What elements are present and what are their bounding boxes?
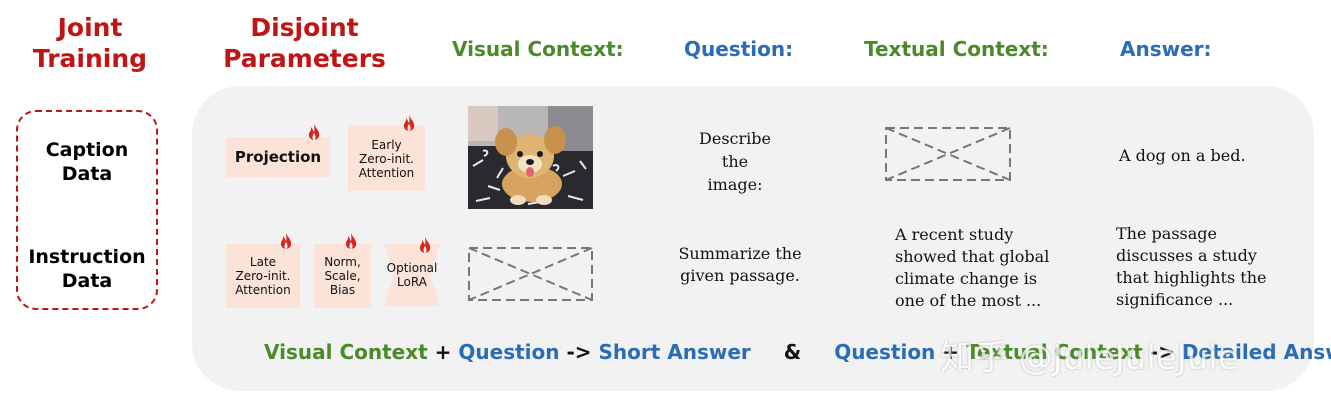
- optional-lora-line2: LoRA: [397, 275, 427, 289]
- joint-training-box: [16, 110, 158, 310]
- instruction-data-line2: Data: [61, 270, 113, 292]
- textual-context-placeholder: [885, 127, 1011, 181]
- lora-hourglass-shape: [384, 244, 440, 306]
- joint-training-header: Joint Training: [30, 12, 150, 74]
- formula-short-answer: Short Answer: [598, 340, 751, 364]
- caption-data-label: Caption Data: [20, 138, 154, 186]
- caption-question-line2: the: [721, 152, 749, 171]
- projection-module: Projection: [226, 137, 330, 177]
- joint-training-line1: Joint: [57, 13, 123, 42]
- early-attention-line3: Attention: [358, 165, 415, 180]
- caption-question-line1: Describe: [699, 129, 771, 148]
- disjoint-parameters-line2: Parameters: [223, 44, 386, 73]
- instruction-answer-line3: that highlights the: [1116, 268, 1267, 287]
- caption-question-line3: image:: [707, 175, 763, 194]
- textual-context-line3: climate change is: [895, 269, 1038, 288]
- optional-lora-module: Optional LoRA: [384, 244, 440, 306]
- textual-context-line4: one of the most ...: [895, 291, 1042, 310]
- caption-question: Describe the image:: [690, 127, 780, 196]
- late-attention-line1: Late: [249, 255, 277, 269]
- answer-header: Answer:: [1120, 37, 1212, 61]
- disjoint-parameters-line1: Disjoint: [250, 13, 359, 42]
- watermark: 知乎 @JuleJuleJule: [940, 338, 1239, 378]
- instruction-answer-line1: The passage: [1116, 224, 1217, 243]
- instruction-answer-line4: significance ...: [1116, 290, 1234, 309]
- caption-data-line1: Caption: [45, 139, 129, 161]
- visual-context-header: Visual Context:: [452, 37, 624, 61]
- norm-line: Norm,: [324, 255, 361, 269]
- textual-context-line1: A recent study: [895, 225, 1014, 244]
- formula-plus-1: +: [434, 340, 452, 364]
- formula-arrow-1: ->: [566, 340, 592, 364]
- formula-question-1: Question: [458, 340, 560, 364]
- instruction-data-line1: Instruction: [28, 246, 146, 268]
- instruction-textual-context: A recent study showed that global climat…: [895, 224, 1049, 312]
- textual-context-header: Textual Context:: [864, 37, 1049, 61]
- flame-icon: [419, 237, 431, 253]
- formula-arrow-2: ->: [1149, 340, 1175, 364]
- bias-line: Bias: [329, 283, 356, 297]
- late-attention-line3: Attention: [235, 283, 291, 297]
- formula-plus-2: +: [942, 340, 960, 364]
- flame-icon: [308, 124, 320, 140]
- scale-line: Scale,: [324, 269, 361, 283]
- instruction-question-line2: given passage.: [680, 266, 800, 285]
- formula-textual-context: Textual Context: [966, 340, 1143, 364]
- optional-lora-line1: Optional: [386, 261, 438, 275]
- early-attention-module: Early Zero-init. Attention: [348, 126, 425, 191]
- late-attention-module: Late Zero-init. Attention: [226, 244, 300, 308]
- flame-icon: [403, 115, 415, 131]
- norm-scale-bias-module: Norm, Scale, Bias: [314, 244, 371, 308]
- instruction-answer: The passage discusses a study that highl…: [1116, 223, 1266, 311]
- instruction-data-label: Instruction Data: [20, 245, 154, 293]
- flame-icon: [280, 233, 292, 249]
- projection-label: Projection: [234, 148, 322, 166]
- formula-ampersand: &: [783, 340, 802, 364]
- question-header: Question:: [684, 37, 794, 61]
- dog-photo: [468, 106, 593, 209]
- formula-visual-context: Visual Context: [264, 340, 428, 364]
- flame-icon: [345, 233, 357, 249]
- instruction-answer-line2: discusses a study: [1116, 246, 1257, 265]
- visual-context-placeholder: [468, 247, 593, 301]
- formula-question-2: Question: [834, 340, 936, 364]
- early-attention-line1: Early: [371, 137, 402, 152]
- formula-detailed-answer: Detailed Answer: [1181, 340, 1331, 364]
- instruction-question-line1: Summarize the: [678, 244, 802, 263]
- late-attention-line2: Zero-init.: [235, 269, 291, 283]
- early-attention-line2: Zero-init.: [359, 151, 414, 166]
- instruction-question: Summarize the given passage.: [676, 243, 804, 287]
- formula-line: Visual Context + Question -> Short Answe…: [264, 340, 1331, 364]
- caption-data-line2: Data: [61, 163, 113, 185]
- joint-training-line2: Training: [32, 44, 148, 73]
- caption-answer: A dog on a bed.: [1119, 146, 1246, 165]
- textual-context-line2: showed that global: [895, 247, 1050, 266]
- disjoint-parameters-header: Disjoint Parameters: [222, 12, 387, 74]
